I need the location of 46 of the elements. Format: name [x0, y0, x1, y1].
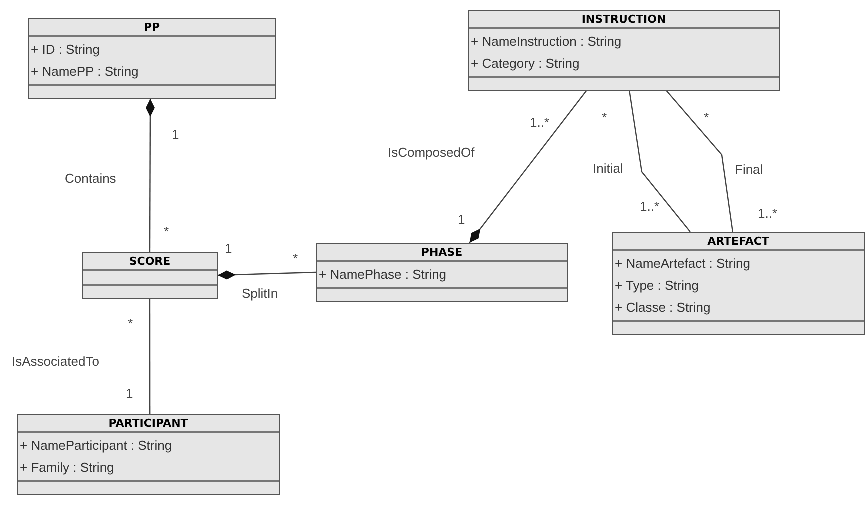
multiplicity-label: 1 [225, 241, 232, 256]
class-box [468, 10, 780, 91]
multiplicity-label: * [704, 110, 710, 125]
class-box [316, 243, 568, 302]
class-name: ARTEFACT [708, 235, 770, 248]
class-name: PARTICIPANT [108, 417, 188, 430]
attribute-text: + Family : String [19, 459, 116, 477]
attribute-text: + NameParticipant : String [19, 437, 174, 455]
attribute-text: + NameArtefact : String [614, 255, 752, 273]
multiplicity-label: 1..* [758, 206, 778, 221]
edge-label: Initial [593, 161, 624, 176]
multiplicity-label: * [164, 224, 170, 239]
attribute-text: + ID : String [30, 41, 101, 59]
edge-label: SplitIn [242, 286, 278, 301]
class-box [612, 232, 865, 335]
edge-label: Contains [65, 171, 116, 186]
attribute-text: + Category : String [470, 55, 581, 73]
multiplicity-label: * [128, 316, 134, 331]
multiplicity-label: 1 [126, 386, 134, 401]
composition-line [469, 90, 588, 244]
multiplicity-label: * [602, 110, 608, 125]
class-name: INSTRUCTION [582, 13, 666, 26]
class-box [82, 252, 218, 299]
class-name: PP [144, 21, 160, 34]
edge-label: Final [735, 162, 764, 177]
composition-line [218, 270, 316, 280]
edge-label: IsComposedOf [388, 145, 475, 160]
attribute-text: + NamePhase : String [318, 266, 448, 284]
class-box [28, 18, 276, 99]
class-name: PHASE [421, 246, 463, 259]
multiplicity-label: * [293, 251, 298, 266]
attribute-text: + NameInstruction : String [470, 33, 623, 51]
class-box [17, 414, 280, 495]
multiplicity-label: 1..* [640, 199, 660, 214]
association-line [149, 299, 151, 414]
association-line [629, 90, 691, 232]
attribute-text: + NamePP : String [30, 63, 140, 81]
multiplicity-label: 1 [172, 127, 180, 142]
multiplicity-label: 1..* [530, 115, 550, 130]
attribute-text: + Classe : String [614, 299, 712, 317]
class-name: SCORE [129, 255, 171, 268]
attribute-text: + Type : String [614, 277, 700, 295]
composition-line [146, 99, 155, 252]
association-line [666, 90, 734, 232]
multiplicity-label: 1 [458, 212, 466, 227]
edge-label: IsAssociatedTo [12, 354, 100, 369]
